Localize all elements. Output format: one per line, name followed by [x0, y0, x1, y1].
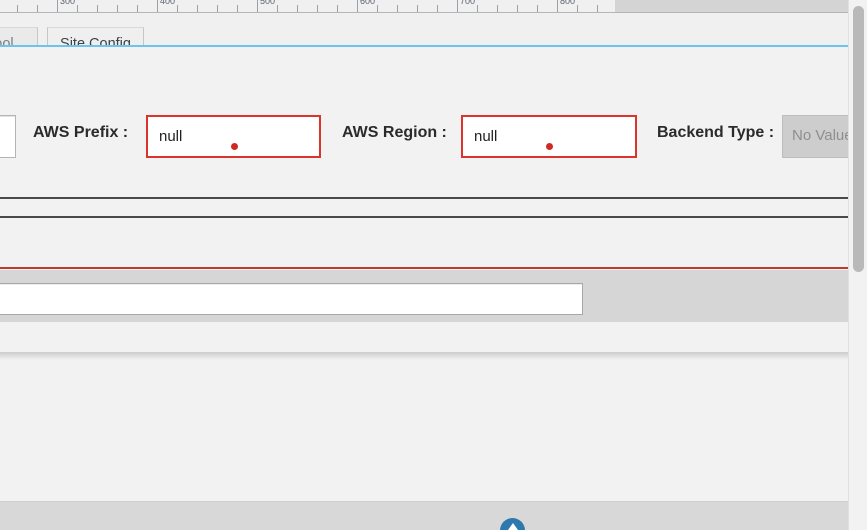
ruler-minor-tick — [497, 5, 498, 12]
ruler-minor-tick — [437, 5, 438, 12]
aws-region-input-value: null — [474, 128, 498, 145]
ruler-major-tick — [157, 0, 158, 12]
ruler-inactive-region — [615, 0, 867, 12]
ruler-minor-tick — [577, 5, 578, 12]
lower-panel — [0, 352, 848, 501]
ruler-minor-tick — [217, 5, 218, 12]
vertical-scrollbar-thumb[interactable] — [853, 6, 864, 272]
tab-bar-underline — [0, 45, 848, 47]
backend-type-label: Backend Type : — [657, 124, 775, 141]
ruler-minor-tick — [537, 5, 538, 12]
ruler-minor-tick — [117, 5, 118, 12]
backend-type-input-placeholder: No Value — [792, 127, 848, 144]
section-divider-top — [0, 197, 848, 199]
ruler-major-tick — [357, 0, 358, 12]
content-panel: AWS Prefix : null AWS Region : null Back… — [0, 47, 848, 352]
footer-strip — [0, 502, 848, 530]
aws-prefix-required-dot-icon — [230, 143, 238, 150]
panel-drop-shadow — [0, 352, 848, 360]
section-divider-bottom — [0, 216, 848, 218]
ruler-minor-tick — [137, 5, 138, 12]
ruler-minor-tick — [277, 5, 278, 12]
config-form-row: AWS Prefix : null AWS Region : null Back… — [0, 105, 848, 160]
ruler-major-tick — [557, 0, 558, 12]
horizontal-ruler: 300 400 500 600 700 800 — [0, 0, 867, 13]
aws-region-label: AWS Region : — [342, 124, 447, 141]
ruler-label: 400 — [160, 0, 176, 6]
secondary-panel — [0, 270, 848, 322]
ruler-minor-tick — [297, 5, 298, 12]
ruler-label: 300 — [60, 0, 76, 6]
ruler-minor-tick — [77, 5, 78, 12]
ruler-minor-tick — [377, 5, 378, 12]
ruler-major-tick — [457, 0, 458, 12]
arrow-up-glyph — [507, 523, 518, 530]
aws-prefix-input-value: null — [159, 128, 183, 145]
ruler-minor-tick — [17, 5, 18, 12]
ruler-label: 600 — [360, 0, 376, 6]
ruler-minor-tick — [397, 5, 398, 12]
secondary-text-input[interactable] — [0, 283, 583, 315]
footer-divider — [0, 501, 848, 502]
ruler-major-tick — [57, 0, 58, 12]
aws-region-required-dot-icon — [546, 143, 553, 150]
aws-prefix-input[interactable]: null — [146, 115, 321, 158]
ruler-major-tick — [257, 0, 258, 12]
ruler-minor-tick — [37, 5, 38, 12]
aws-region-input[interactable]: null — [461, 115, 637, 158]
clipped-left-input[interactable] — [0, 115, 16, 158]
ruler-label: 800 — [560, 0, 576, 6]
ruler-minor-tick — [237, 5, 238, 12]
tab-bar: y Tool Site Config — [0, 13, 867, 60]
backend-type-input[interactable]: No Value — [782, 115, 848, 158]
ruler-minor-tick — [337, 5, 338, 12]
ruler-minor-tick — [417, 5, 418, 12]
error-separator-line — [0, 267, 848, 269]
ruler-minor-tick — [517, 5, 518, 12]
aws-prefix-label: AWS Prefix : — [33, 124, 129, 141]
ruler-minor-tick — [317, 5, 318, 12]
ruler-minor-tick — [197, 5, 198, 12]
ruler-minor-tick — [97, 5, 98, 12]
ruler-minor-tick — [597, 5, 598, 12]
ruler-minor-tick — [477, 5, 478, 12]
ruler-label: 700 — [460, 0, 476, 6]
ruler-minor-tick — [177, 5, 178, 12]
ruler-track: 300 400 500 600 700 800 — [0, 0, 615, 12]
blue-circle-arrow-up-icon[interactable] — [500, 518, 525, 530]
ruler-label: 500 — [260, 0, 276, 6]
